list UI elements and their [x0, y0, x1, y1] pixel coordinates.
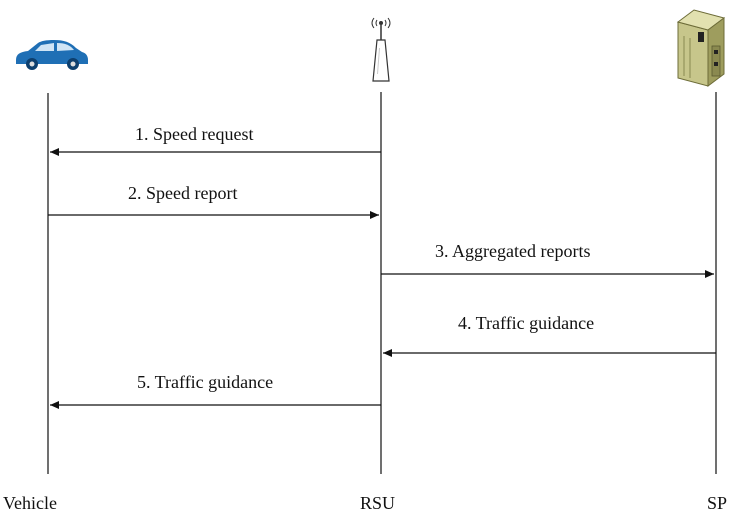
message-label-2: 2. Speed report: [128, 183, 237, 203]
message-label-5: 5. Traffic guidance: [137, 372, 273, 392]
participant-label-sp: SP: [707, 493, 727, 513]
message-label-4: 4. Traffic guidance: [458, 313, 594, 333]
server-icon: [676, 9, 726, 87]
message-label-3: 3. Aggregated reports: [435, 241, 590, 261]
message-label-1: 1. Speed request: [135, 124, 253, 144]
participant-label-rsu: RSU: [360, 493, 395, 513]
participant-label-vehicle: Vehicle: [3, 493, 57, 513]
car-icon: [16, 40, 88, 70]
antenna-icon: [371, 17, 391, 82]
